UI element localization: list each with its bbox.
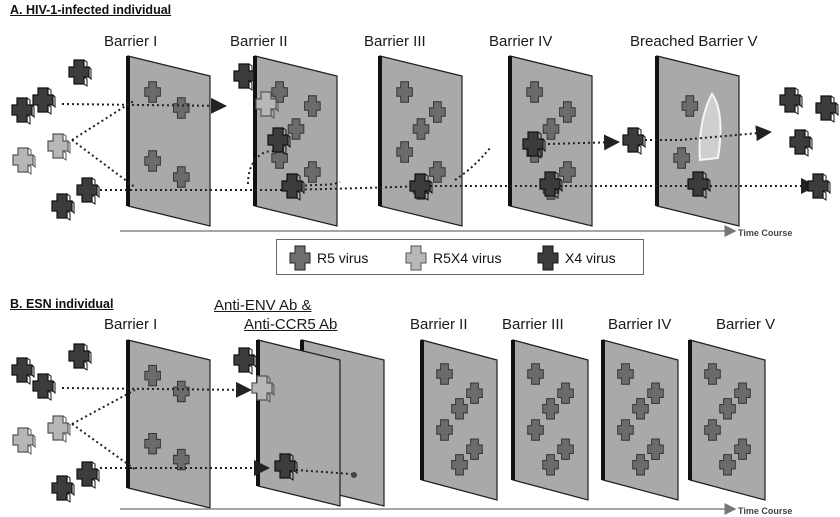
panel-a-x4-virion-15 bbox=[816, 96, 838, 122]
panel-a-r5x4-virion-1 bbox=[13, 148, 35, 174]
panel-b-antibody-panel-front bbox=[258, 340, 340, 506]
panel-b-barrier-2 bbox=[422, 340, 497, 500]
panel-a-barrier-1 bbox=[128, 56, 210, 226]
panel-a-barrier-2 bbox=[255, 56, 337, 226]
panel-a-x4-virion-2 bbox=[12, 98, 34, 124]
panel-b-r5x4-virion-2 bbox=[48, 416, 70, 442]
panel-a-x4-virion-6 bbox=[234, 64, 256, 90]
panel-b-blocked-end bbox=[351, 472, 357, 478]
panel-a-barrier-5 bbox=[657, 56, 739, 226]
panel-b-barrier-5 bbox=[690, 340, 765, 500]
panel-a-x4-virion-4 bbox=[52, 194, 74, 220]
panel-a-barrier-3 bbox=[380, 56, 462, 226]
panel-b-x4-virion-4 bbox=[52, 476, 74, 502]
panel-a-x4-virion-5 bbox=[77, 178, 99, 204]
panel-b-barrier-1 bbox=[128, 340, 210, 508]
panel-a-path-fan-up bbox=[72, 100, 135, 140]
panel-b-x4-virion-3 bbox=[33, 374, 55, 400]
panel-a-x4-virion-16 bbox=[790, 130, 812, 156]
panel-b-x4-virion-6 bbox=[234, 348, 256, 374]
panel-b-barrier-3 bbox=[513, 340, 588, 500]
panel-b-x4-virion-5 bbox=[77, 462, 99, 488]
panel-a-r5x4-virion-2 bbox=[48, 134, 70, 160]
panel-a-x4-virion-3 bbox=[33, 88, 55, 114]
panel-b-r5x4-virion-1 bbox=[13, 428, 35, 454]
panel-b-barrier-4 bbox=[603, 340, 678, 500]
panel-a-barrier-4 bbox=[510, 56, 592, 226]
panel-a-x4-virion-17 bbox=[808, 174, 830, 200]
panel-a-x4-virion-14 bbox=[780, 88, 802, 114]
panel-a-x4-virion-1 bbox=[69, 60, 91, 86]
panel-b-x4-virion-2 bbox=[12, 358, 34, 384]
panel-b-path-fan-up bbox=[72, 390, 135, 424]
panel-a-x4-virion-12 bbox=[623, 128, 645, 154]
panel-b-x4-virion-1 bbox=[69, 344, 91, 370]
